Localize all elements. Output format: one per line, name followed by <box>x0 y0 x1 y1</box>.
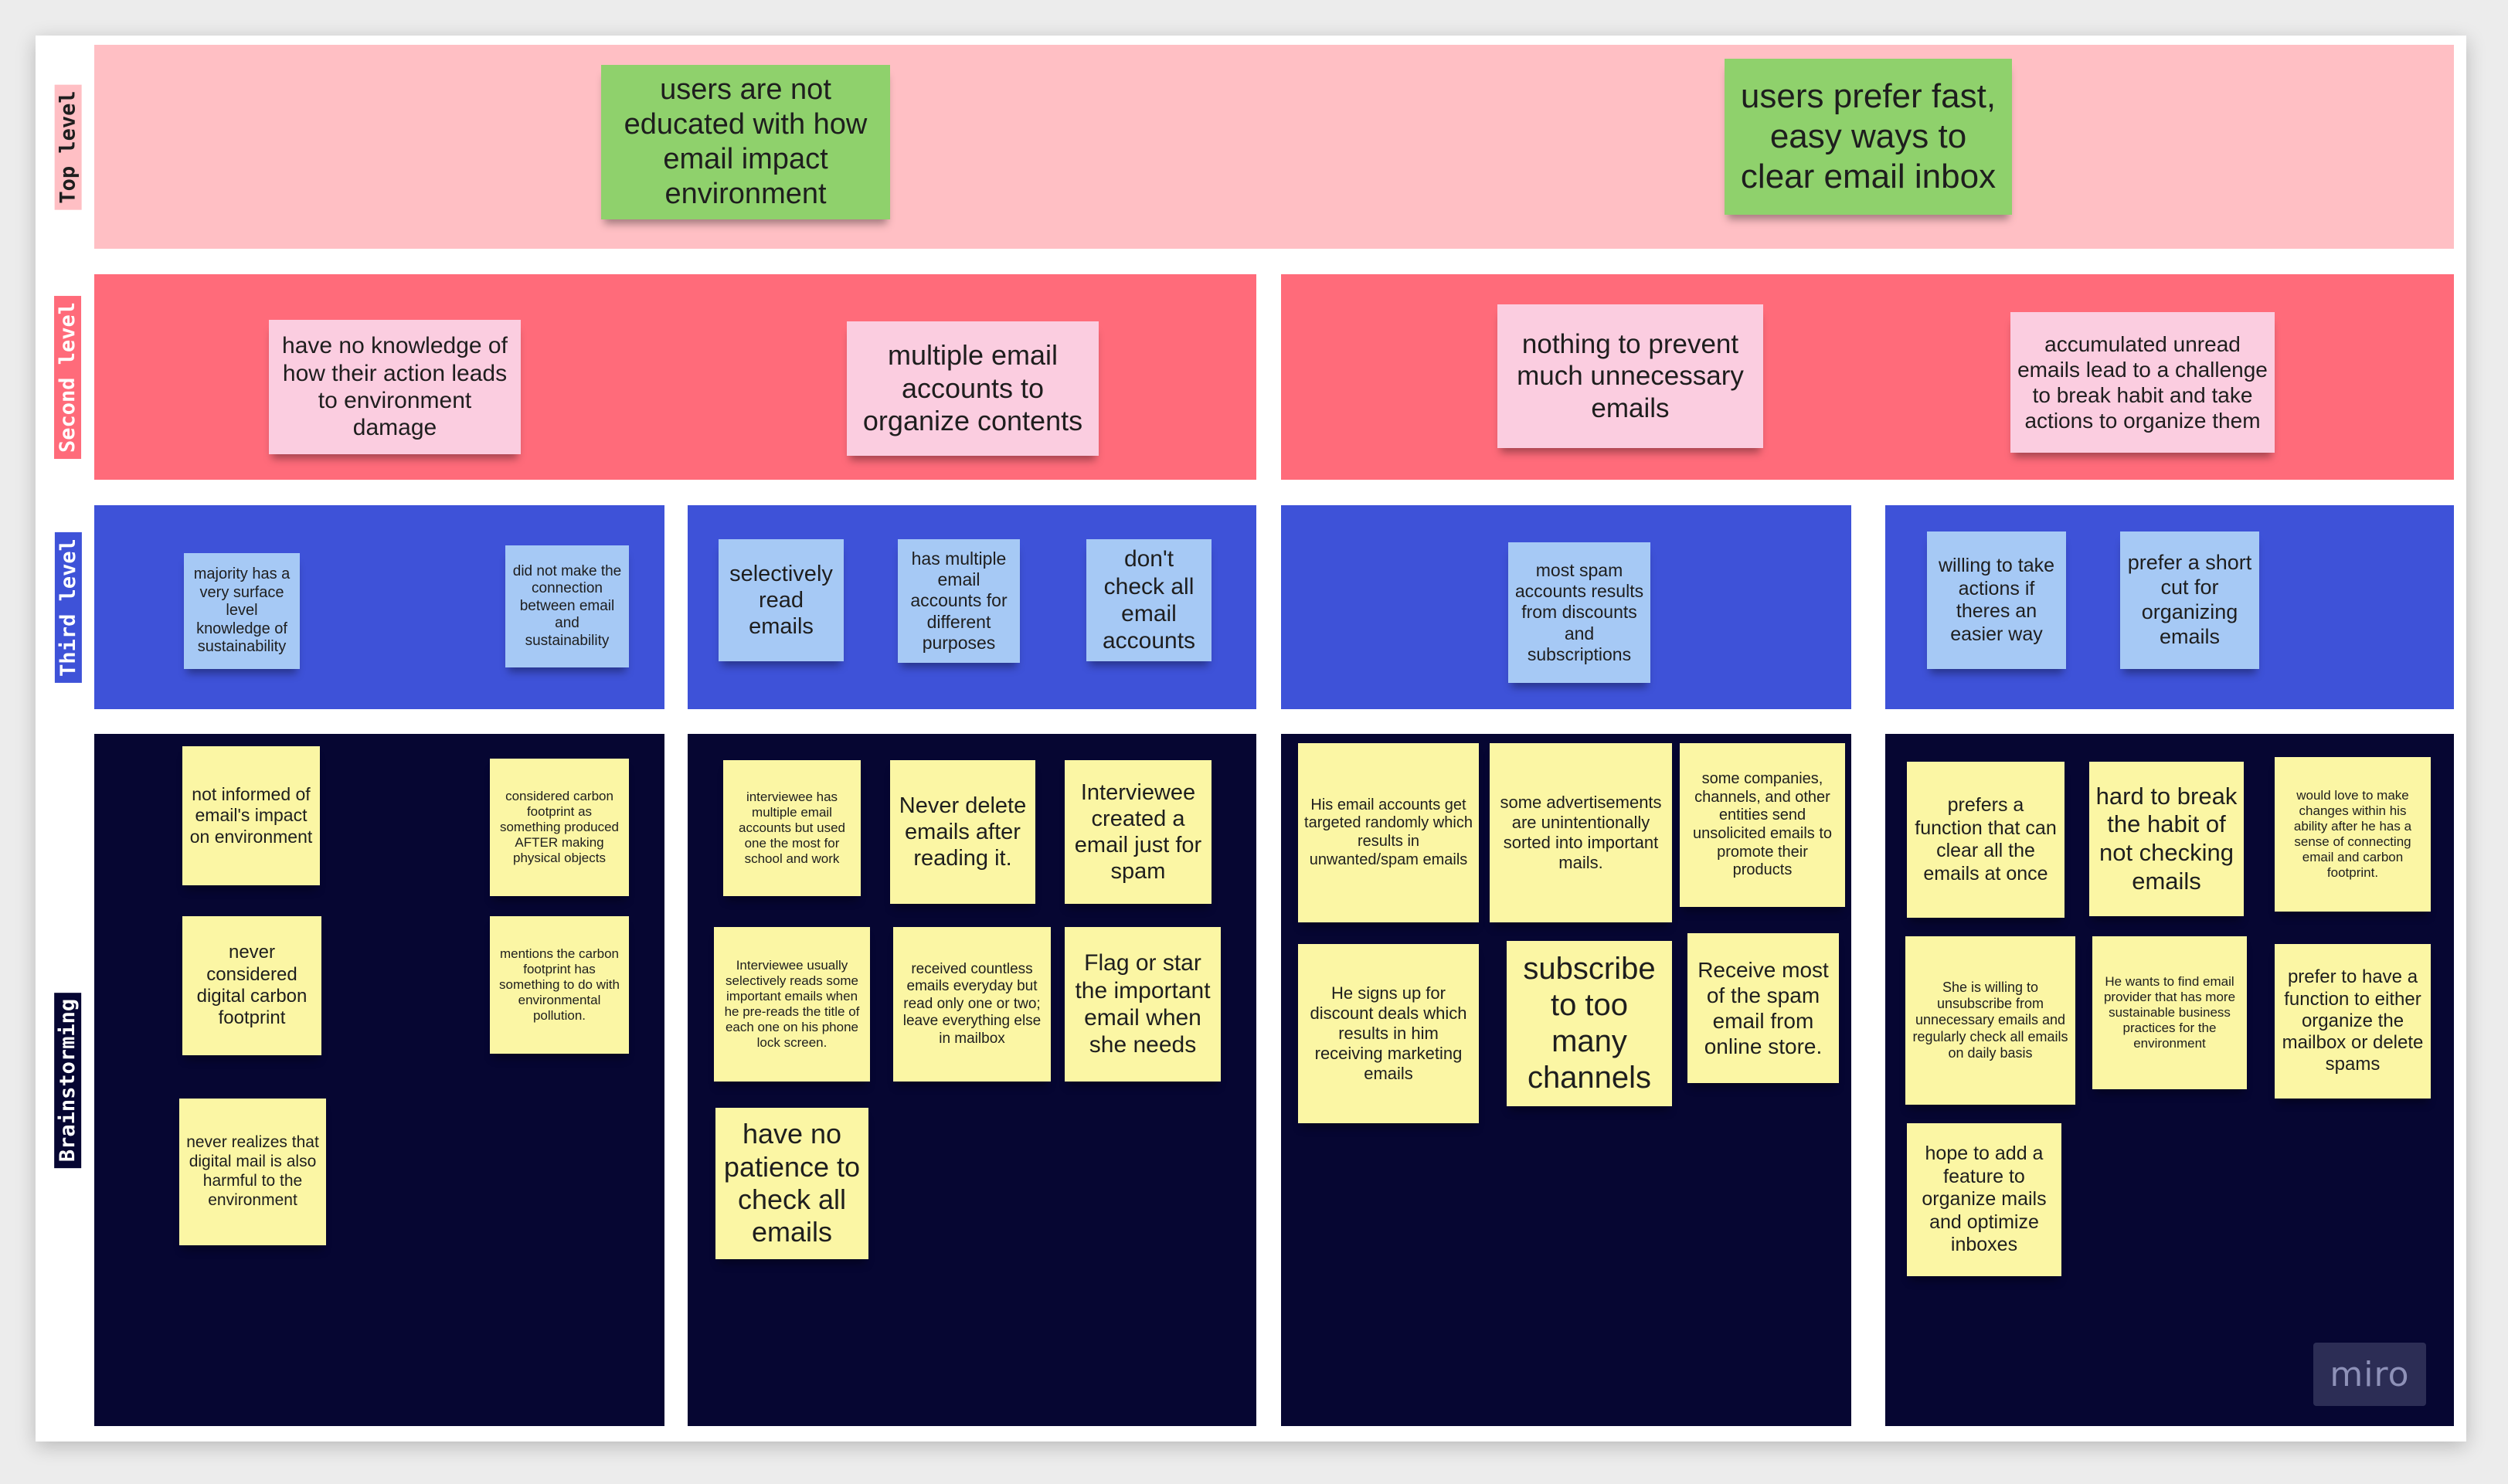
row-label-top: Top level <box>54 45 82 249</box>
miro-logo: miro <box>2313 1343 2426 1406</box>
row-label-third: Third level <box>54 505 82 709</box>
sticky-brainstorm-18[interactable]: Receive most of the spam email from onli… <box>1687 933 1839 1083</box>
sticky-brainstorm-9[interactable]: Interviewee usually selectively reads so… <box>714 927 870 1082</box>
row-label-third-text: Third level <box>54 531 82 683</box>
sticky-brainstorm-17[interactable]: subscribe to too many channels <box>1507 941 1672 1106</box>
sticky-brainstorm-3[interactable]: never considered digital carbon footprin… <box>182 916 321 1055</box>
sticky-brainstorm-12[interactable]: have no patience to check all emails <box>715 1108 868 1259</box>
sticky-brainstorm-5[interactable]: never realizes that digital mail is also… <box>179 1099 326 1245</box>
sticky-brainstorm-14[interactable]: some advertisements are unintentionally … <box>1490 743 1672 922</box>
sticky-second-1[interactable]: have no knowledge of how their action le… <box>269 320 521 454</box>
row-label-top-text: Top level <box>54 83 82 210</box>
sticky-second-2[interactable]: multiple email accounts to organize cont… <box>847 321 1099 456</box>
sticky-second-3[interactable]: nothing to prevent much unnecessary emai… <box>1497 304 1763 448</box>
sticky-top-2[interactable]: users prefer fast, easy ways to clear em… <box>1725 59 2012 215</box>
second-level-band-right[interactable] <box>1281 274 2454 480</box>
sticky-brainstorm-25[interactable]: hope to add a feature to organize mails … <box>1907 1123 2061 1276</box>
sticky-brainstorm-11[interactable]: Flag or star the important email when sh… <box>1065 927 1221 1082</box>
row-label-second-text: Second level <box>54 295 82 459</box>
sticky-brainstorm-1[interactable]: not informed of email's impact on enviro… <box>182 746 320 885</box>
sticky-brainstorm-24[interactable]: prefer to have a function to either orga… <box>2275 944 2431 1099</box>
sticky-brainstorm-4[interactable]: mentions the carbon footprint has someth… <box>490 916 629 1054</box>
sticky-third-5[interactable]: don't check all email accounts <box>1086 539 1212 661</box>
sticky-third-4[interactable]: has multiple email accounts for differen… <box>898 539 1020 663</box>
sticky-brainstorm-22[interactable]: She is willing to unsubscribe from unnec… <box>1905 936 2075 1105</box>
sticky-brainstorm-2[interactable]: considered carbon footprint as something… <box>490 759 629 896</box>
sticky-brainstorm-16[interactable]: He signs up for discount deals which res… <box>1298 944 1479 1123</box>
sticky-third-8[interactable]: prefer a short cut for organizing emails <box>2120 531 2259 669</box>
sticky-brainstorm-8[interactable]: Interviewee created a email just for spa… <box>1065 760 1212 904</box>
row-label-brainstorming-text: Brainstorming <box>54 992 82 1168</box>
sticky-second-4[interactable]: accumulated unread emails lead to a chal… <box>2010 312 2275 453</box>
sticky-third-7[interactable]: willing to take actions if theres an eas… <box>1927 531 2066 669</box>
sticky-brainstorm-23[interactable]: He wants to find email provider that has… <box>2092 936 2247 1089</box>
sticky-brainstorm-15[interactable]: some companies, channels, and other enti… <box>1680 743 1845 907</box>
sticky-third-6[interactable]: most spam accounts results from discount… <box>1508 542 1650 683</box>
sticky-brainstorm-10[interactable]: received countless emails everyday but r… <box>893 927 1051 1082</box>
sticky-brainstorm-20[interactable]: hard to break the habit of not checking … <box>2089 762 2244 916</box>
sticky-brainstorm-7[interactable]: Never delete emails after reading it. <box>890 760 1035 904</box>
sticky-brainstorm-21[interactable]: would love to make changes within his ab… <box>2275 757 2431 912</box>
sticky-top-1[interactable]: users are not educated with how email im… <box>601 65 890 219</box>
row-label-second: Second level <box>54 274 82 480</box>
sticky-third-2[interactable]: did not make the connection between emai… <box>505 545 629 667</box>
sticky-third-3[interactable]: selectively read emails <box>719 539 844 661</box>
sticky-third-1[interactable]: majority has a very surface level knowle… <box>184 553 300 669</box>
sticky-brainstorm-13[interactable]: His email accounts get targeted randomly… <box>1298 743 1479 922</box>
top-level-band[interactable] <box>94 45 2454 249</box>
row-label-brainstorming: Brainstorming <box>54 734 82 1426</box>
sticky-brainstorm-19[interactable]: prefers a function that can clear all th… <box>1907 762 2065 918</box>
sticky-brainstorm-6[interactable]: interviewee has multiple email accounts … <box>723 760 861 896</box>
